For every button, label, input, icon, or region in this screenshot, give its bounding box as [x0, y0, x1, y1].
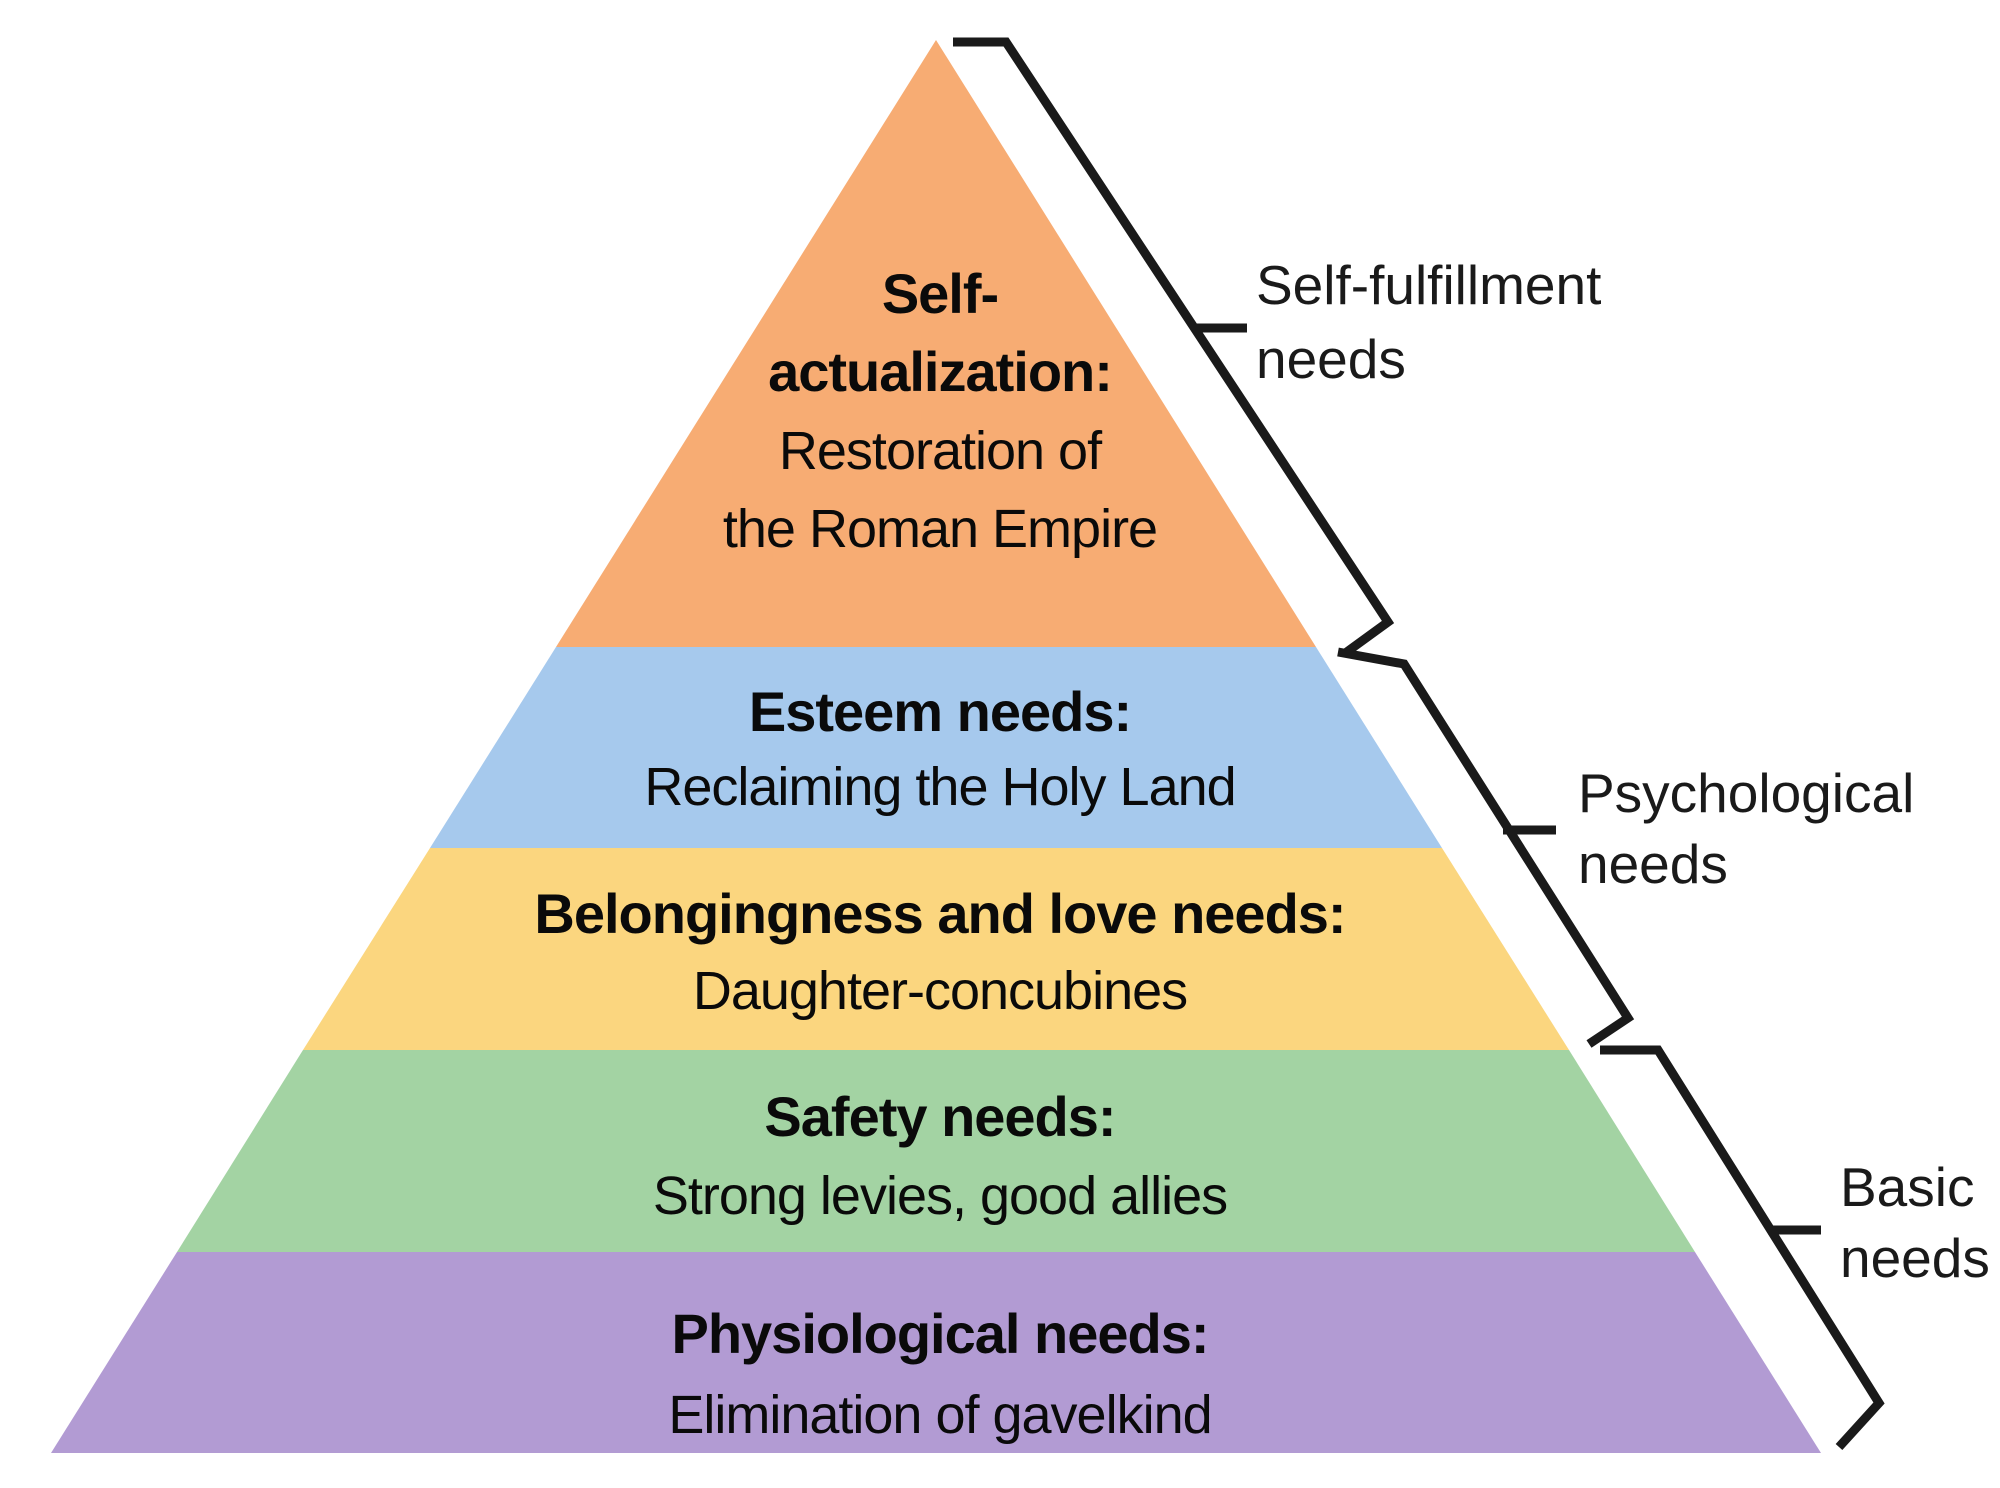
- pyramid-level-self-actualization-shape: [556, 40, 1316, 647]
- side-label-self-fulfillment-line-2: needs: [1256, 328, 1406, 390]
- level-self-actualization-heading-line-1: Self-: [882, 262, 998, 325]
- side-label-basic-line-2: needs: [1840, 1227, 1990, 1289]
- level-self-actualization-body-line-1: Restoration of: [779, 421, 1103, 481]
- side-label-basic-line-1: Basic: [1840, 1156, 1975, 1218]
- pyramid-level-belongingness-shape: [303, 848, 1569, 1050]
- side-label-psychological-line-1: Psychological: [1578, 762, 1914, 824]
- level-physiological-heading: Physiological needs:: [671, 1302, 1208, 1365]
- level-esteem-heading: Esteem needs:: [749, 680, 1131, 743]
- level-self-actualization-body-line-2: the Roman Empire: [723, 499, 1157, 559]
- side-label-self-fulfillment-line-1: Self-fulfillment: [1256, 254, 1601, 316]
- level-belongingness-body: Daughter-concubines: [693, 961, 1187, 1021]
- level-belongingness-heading: Belongingness and love needs:: [534, 882, 1345, 945]
- side-label-psychological-line-2: needs: [1578, 833, 1728, 895]
- level-physiological-body: Elimination of gavelkind: [668, 1385, 1211, 1445]
- level-esteem-body: Reclaiming the Holy Land: [644, 757, 1235, 817]
- bracket-psychological: [1337, 647, 1635, 1048]
- level-safety-heading: Safety needs:: [764, 1085, 1115, 1148]
- level-self-actualization-heading-line-2: actualization:: [768, 340, 1112, 403]
- level-safety-body: Strong levies, good allies: [653, 1166, 1227, 1226]
- pyramid-level-physiological-shape: [51, 1252, 1821, 1453]
- pyramid-level-esteem-shape: [430, 647, 1442, 848]
- pyramid-level-safety-shape: [177, 1050, 1695, 1252]
